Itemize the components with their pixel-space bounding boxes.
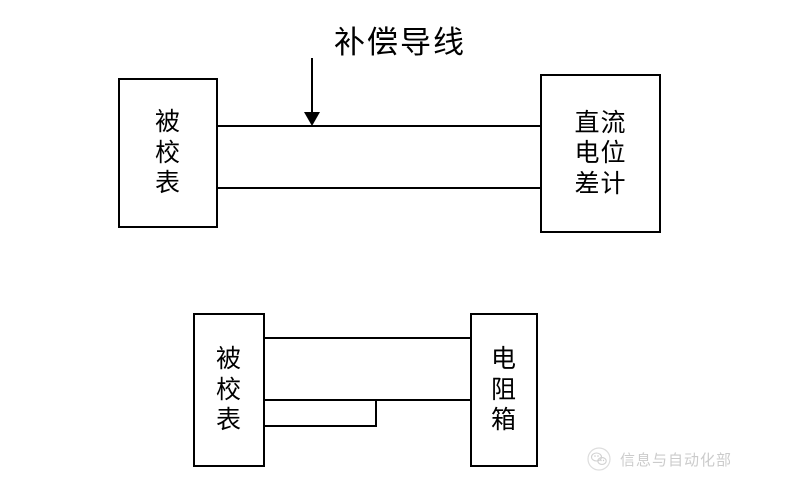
watermark: 信息与自动化部 <box>586 446 732 472</box>
top-circuit-wire-1 <box>216 125 542 127</box>
wechat-circle-logo-icon <box>586 446 612 472</box>
down-arrow-icon <box>304 58 320 128</box>
block-device-under-test-bottom[interactable]: 被 校 表 <box>193 313 265 467</box>
block-label-line: 阻 <box>490 374 517 404</box>
block-label-line: 表 <box>154 168 181 198</box>
block-label-line: 被 <box>154 107 181 137</box>
block-label-line: 校 <box>154 137 181 167</box>
block-dc-potentiometer[interactable]: 直流 电位 差计 <box>540 74 661 233</box>
block-label-line: 表 <box>215 405 242 435</box>
watermark-text: 信息与自动化部 <box>620 450 733 469</box>
compensating-wire-label: 补偿导线 <box>334 25 466 61</box>
bottom-circuit-wire-3-riser <box>375 399 377 427</box>
block-label-line: 差计 <box>574 168 627 198</box>
top-circuit-wire-2 <box>216 187 542 189</box>
block-label-line: 校 <box>215 374 242 404</box>
block-label-line: 被 <box>215 344 242 374</box>
bottom-circuit-wire-2 <box>263 399 472 401</box>
block-label-line: 电 <box>490 344 517 374</box>
block-device-under-test-top[interactable]: 被 校 表 <box>118 78 218 228</box>
block-label-line: 电位 <box>574 138 627 168</box>
block-label-line: 直流 <box>574 107 627 137</box>
block-resistance-box[interactable]: 电 阻 箱 <box>470 313 538 467</box>
bottom-circuit-wire-1 <box>263 337 472 339</box>
block-label-line: 箱 <box>490 405 517 435</box>
bottom-circuit-wire-3-lower <box>263 425 377 427</box>
